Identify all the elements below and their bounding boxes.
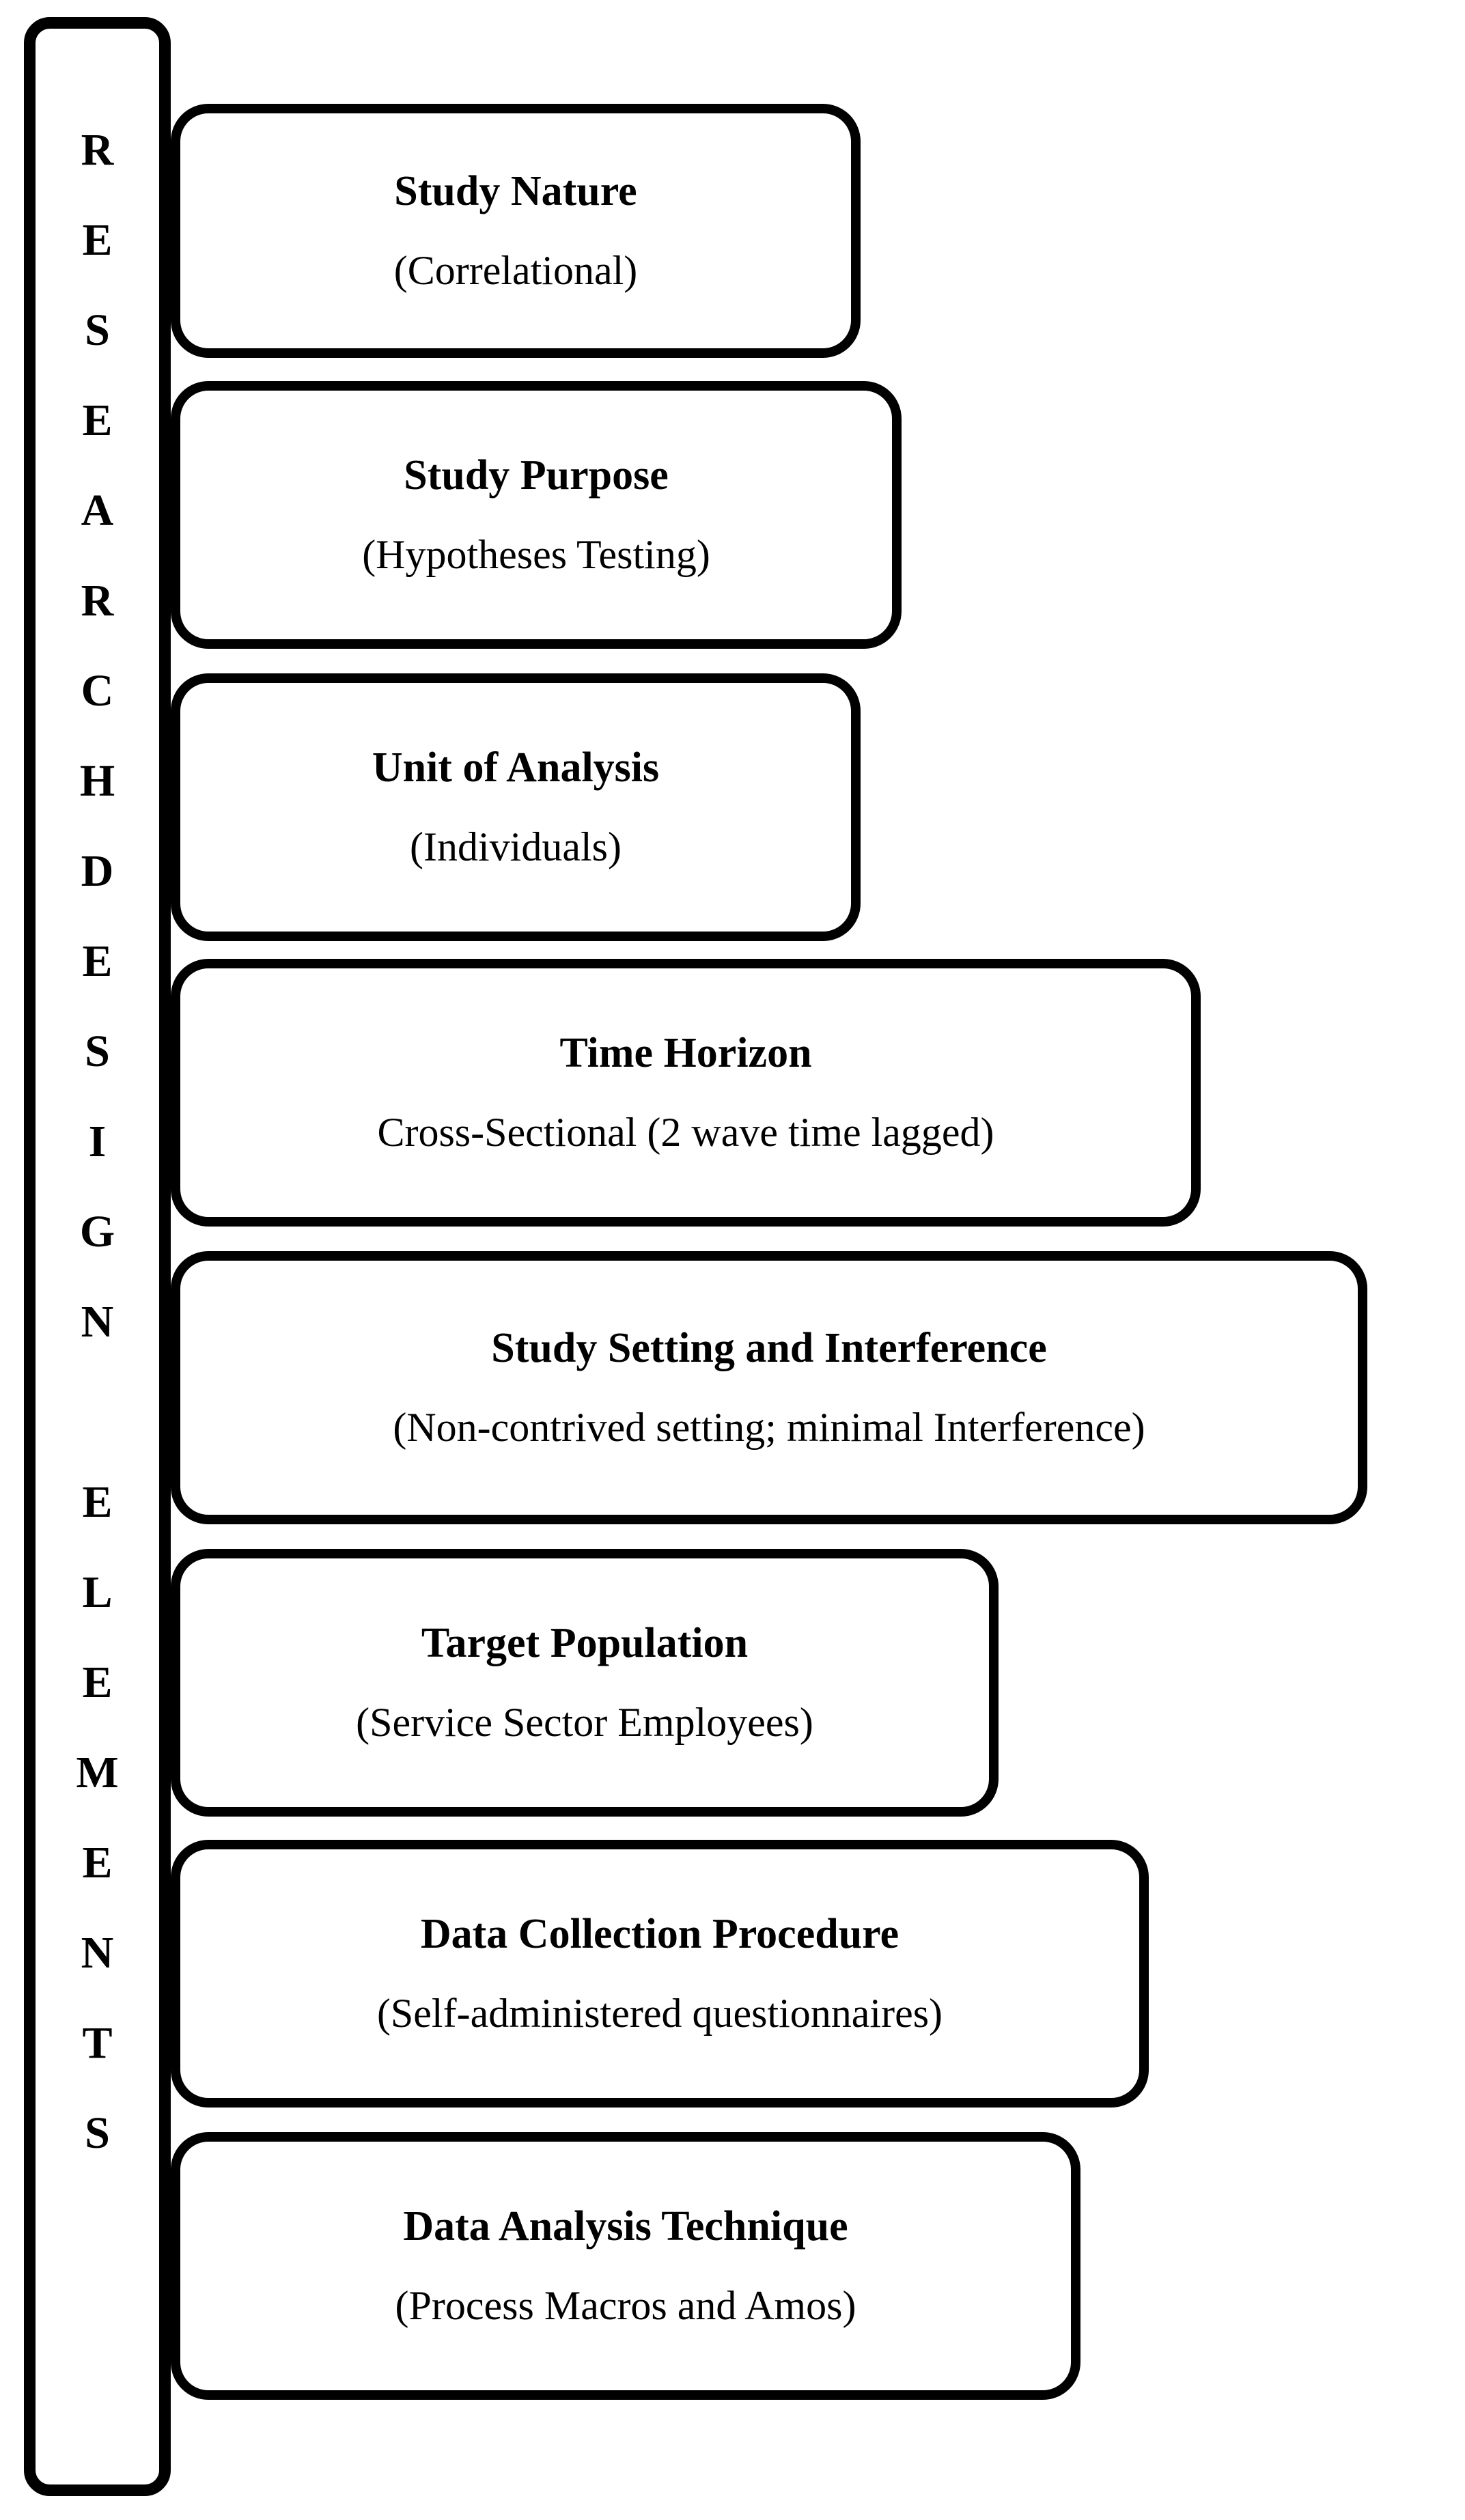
element-subtitle: Cross-Sectional (2 wave time lagged) [377,1110,994,1156]
spine-bar [24,17,171,2496]
element-subtitle: (Individuals) [410,824,622,870]
element-title: Study Purpose [404,451,669,499]
element-box-target-population: Target Population (Service Sector Employ… [171,1549,999,1817]
element-title: Data Analysis Technique [403,2202,848,2250]
element-title: Unit of Analysis [372,744,660,791]
element-subtitle: (Hypotheses Testing) [362,532,710,578]
element-subtitle: (Correlational) [393,248,638,294]
element-box-study-purpose: Study Purpose (Hypotheses Testing) [171,381,902,649]
element-box-study-nature: Study Nature (Correlational) [171,104,861,358]
element-box-data-collection-procedure: Data Collection Procedure (Self-administ… [171,1840,1149,2108]
element-title: Study Nature [394,167,637,214]
element-title: Data Collection Procedure [420,1910,899,1957]
element-box-unit-of-analysis: Unit of Analysis (Individuals) [171,673,861,941]
element-title: Target Population [421,1619,749,1666]
element-subtitle: (Process Macros and Amos) [395,2283,856,2329]
element-subtitle: (Self-administered questionnaires) [376,1991,943,2036]
element-box-time-horizon: Time Horizon Cross-Sectional (2 wave tim… [171,959,1201,1227]
element-box-study-setting-and-interference: Study Setting and Interference (Non-cont… [171,1251,1367,1524]
element-box-data-analysis-technique: Data Analysis Technique (Process Macros … [171,2132,1080,2400]
element-subtitle: (Non-contrived setting; minimal Interfer… [393,1405,1145,1451]
element-title: Time Horizon [559,1029,812,1076]
element-title: Study Setting and Interference [491,1324,1047,1371]
element-subtitle: (Service Sector Employees) [356,1700,813,1746]
